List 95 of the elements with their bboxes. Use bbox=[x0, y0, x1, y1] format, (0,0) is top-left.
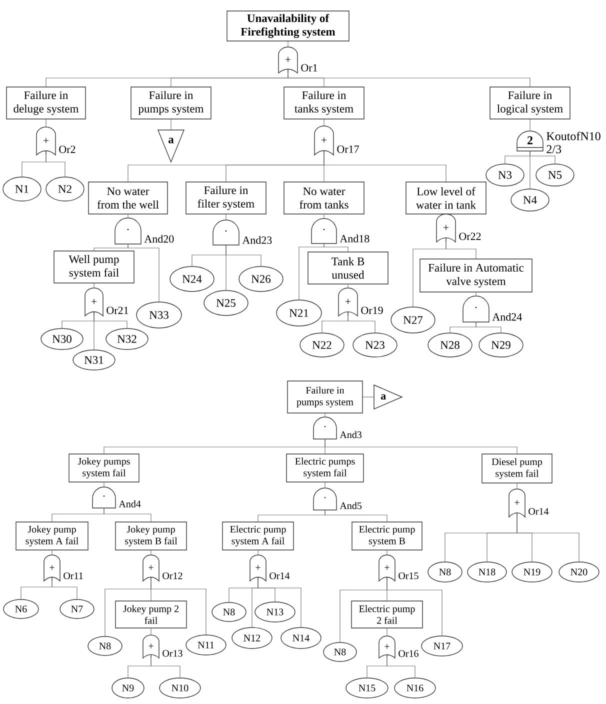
gate-label: KoutofN10 bbox=[546, 132, 600, 140]
gate-label: Or22 bbox=[459, 232, 481, 240]
or-gate: + bbox=[436, 214, 456, 242]
connector-line bbox=[386, 550, 388, 556]
gate-label: Or14 bbox=[528, 508, 549, 515]
connector-line bbox=[446, 242, 476, 259]
gate-label: Or1 bbox=[301, 64, 318, 72]
event-box: Failure in pumps system bbox=[287, 380, 363, 414]
gate-label: And24 bbox=[492, 312, 522, 321]
gate-label: Or21 bbox=[106, 306, 128, 314]
event-box: Jokey pumps system fail bbox=[68, 454, 140, 482]
connector-line bbox=[386, 580, 442, 636]
event-box: Jokey pump system A fail bbox=[16, 522, 88, 550]
connector-line bbox=[348, 316, 376, 333]
connector-line bbox=[324, 438, 518, 454]
gate-label: 2/3 bbox=[546, 145, 562, 154]
or-gate: + bbox=[338, 288, 358, 316]
gate-label: Or12 bbox=[162, 572, 182, 580]
gate-label: Or2 bbox=[59, 146, 76, 154]
or-gate: + bbox=[250, 554, 266, 582]
or-gate: + bbox=[142, 634, 160, 658]
connector-line bbox=[94, 316, 128, 328]
gate-label: Or11 bbox=[64, 572, 83, 580]
connector-line bbox=[386, 658, 416, 678]
connector-line bbox=[386, 628, 388, 636]
gate-label: Or17 bbox=[337, 146, 359, 153]
event-box: Low level of water in tank bbox=[406, 182, 486, 214]
connector-line bbox=[46, 154, 66, 177]
and-gate: · bbox=[311, 218, 337, 244]
gate-label: And4 bbox=[118, 500, 141, 508]
gate-label: And3 bbox=[340, 431, 362, 438]
event-box: Electric pump 2 fail bbox=[351, 600, 423, 628]
connector-line bbox=[128, 244, 160, 302]
gate-label: And23 bbox=[242, 236, 272, 244]
or-gate: + bbox=[84, 288, 104, 316]
connector-line bbox=[516, 516, 580, 562]
or-gate: + bbox=[142, 554, 160, 582]
or-gate: + bbox=[378, 554, 396, 582]
connector-line bbox=[104, 508, 152, 522]
gate-label: Or13 bbox=[162, 650, 182, 657]
event-box: Failure in pumps system bbox=[130, 86, 212, 120]
event-box: Failure in tanks system bbox=[284, 86, 364, 120]
connector-line bbox=[150, 658, 180, 678]
and-gate: · bbox=[313, 488, 337, 510]
event-box: Well pump system fail bbox=[54, 250, 134, 284]
connector-line bbox=[52, 580, 78, 600]
and-gate: · bbox=[462, 296, 490, 322]
connector-line bbox=[324, 510, 388, 522]
event-box: Diesel pump system fail bbox=[482, 454, 552, 484]
connector-line bbox=[324, 243, 348, 252]
connector-line bbox=[150, 550, 152, 556]
or-gate: + bbox=[378, 636, 396, 658]
event-box: Jokey pump 2 fail bbox=[115, 600, 187, 628]
gate-label: And5 bbox=[340, 502, 362, 510]
event-box: Failure in Automatic valve system bbox=[420, 258, 532, 292]
connector-line bbox=[324, 413, 326, 418]
gate-label: Or19 bbox=[361, 306, 383, 314]
connector-line bbox=[150, 628, 152, 636]
gate-label: Or15 bbox=[398, 572, 418, 580]
event-box: No water from tanks bbox=[284, 182, 364, 214]
or-gate: + bbox=[44, 554, 60, 582]
and-gate: · bbox=[92, 486, 116, 508]
connector-line bbox=[362, 396, 374, 398]
event-box: Failure in logical system bbox=[490, 86, 570, 120]
or-gate: + bbox=[278, 46, 298, 74]
connector-line bbox=[324, 154, 446, 182]
connector-line bbox=[516, 483, 518, 490]
connector-line bbox=[170, 119, 172, 130]
event-box: Unavailability of Firefighting system bbox=[226, 10, 350, 42]
gate-label: And20 bbox=[144, 234, 174, 243]
gate-label: Or14 bbox=[270, 572, 290, 580]
and-gate: · bbox=[313, 416, 337, 440]
or-gate: + bbox=[508, 488, 526, 518]
event-box: Failure in filter system bbox=[186, 182, 266, 214]
connector-line bbox=[258, 580, 302, 628]
connector-line bbox=[476, 322, 502, 333]
connector-line bbox=[288, 72, 530, 87]
event-box: Electric pumps system fail bbox=[286, 454, 364, 482]
event-box: Tank B unused bbox=[308, 252, 388, 284]
connector-line bbox=[324, 482, 326, 488]
connector-line bbox=[226, 244, 262, 266]
event-box: Failure in deluge system bbox=[6, 86, 86, 120]
or-gate: + bbox=[36, 126, 56, 156]
event-box: No water from the well bbox=[88, 182, 168, 214]
connector-line bbox=[150, 580, 206, 635]
and-gate: · bbox=[114, 218, 142, 244]
voting-gate: 2 bbox=[516, 130, 544, 152]
event-box: Electric pump system B bbox=[352, 522, 422, 550]
event-box: Jokey pump system B fail bbox=[115, 522, 187, 550]
gate-label: Or16 bbox=[398, 650, 418, 657]
gate-label: And18 bbox=[340, 234, 370, 242]
event-box: Electric pump system A fail bbox=[222, 522, 294, 550]
connector-line bbox=[530, 150, 556, 164]
and-gate: · bbox=[212, 220, 240, 246]
or-gate: + bbox=[314, 126, 334, 156]
